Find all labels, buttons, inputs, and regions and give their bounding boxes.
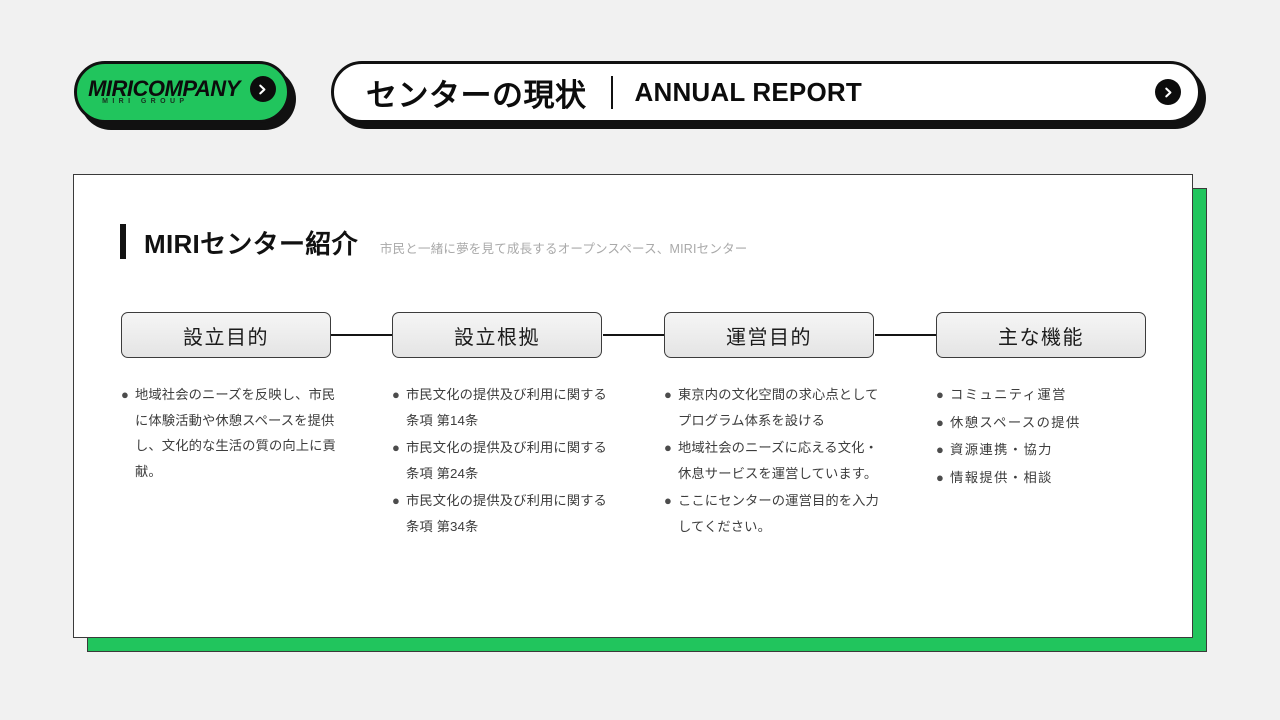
- list-item: ● 市民文化の提供及び利用に関する条項 第34条: [392, 488, 614, 539]
- logo-wordmark: MIRICOMPANY: [88, 76, 240, 101]
- chevron-right-circle-icon: [249, 76, 276, 102]
- flow-box-purpose[interactable]: 設立目的: [121, 312, 331, 358]
- heading-accent-bar: [120, 224, 126, 259]
- flow-diagram: 設立目的 設立根拠 運営目的 主な機能: [121, 312, 1146, 358]
- page-title: MIRIセンター紹介: [144, 229, 358, 259]
- bullet-dot-icon: ●: [392, 387, 400, 402]
- slide-title-en: ANNUAL REPORT: [634, 76, 862, 107]
- list-item-text: ここにセンターの運営目的を入力してください。: [678, 493, 879, 534]
- flow-connector: [331, 334, 393, 336]
- list-item-text: 休憩スペースの提供: [950, 414, 1081, 430]
- list-item: ● 市民文化の提供及び利用に関する条項 第24条: [392, 435, 614, 486]
- flow-connector: [875, 334, 937, 336]
- flow-box-basis[interactable]: 設立根拠: [392, 312, 602, 358]
- section-heading: MIRIセンター紹介 市民と一緒に夢を見て成長するオープンスペース、MIRIセン…: [120, 224, 747, 261]
- logo-subtitle: MIRI GROUP: [102, 98, 189, 105]
- bullet-dot-icon: ●: [664, 493, 672, 509]
- flow-box-label: 設立根拠: [454, 326, 540, 349]
- flow-box-operation[interactable]: 運営目的: [664, 312, 874, 358]
- list-item: ● 地域社会のニーズに応える文化・休息サービスを運営しています。: [664, 435, 886, 486]
- list-item: ● コミュニティ運営: [936, 382, 1158, 408]
- flow-box-label: 運営目的: [726, 326, 812, 349]
- slide-header: MIRICOMPANY MIRI GROUP センターの現状 ANNUAL RE…: [0, 57, 1280, 143]
- chevron-right-circle-icon[interactable]: [1155, 79, 1181, 105]
- list-item-text: 地域社会のニーズに応える文化・休息サービスを運営しています。: [678, 440, 878, 481]
- bullet-dot-icon: ●: [392, 440, 400, 456]
- title-divider: [610, 75, 613, 109]
- flow-box-functions[interactable]: 主な機能: [936, 312, 1146, 358]
- detail-column-basis: ● 市民文化の提供及び利用に関する条項 第14条 ● 市民文化の提供及び利用に関…: [392, 382, 614, 542]
- list-item: ● 情報提供・相談: [936, 465, 1158, 491]
- content-card: MIRIセンター紹介 市民と一緒に夢を見て成長するオープンスペース、MIRIセン…: [73, 174, 1193, 638]
- list-item: ● 東京内の文化空間の求心点としてプログラム体系を設ける: [664, 382, 886, 433]
- list-item-text: 市民文化の提供及び利用に関する条項 第24条: [406, 440, 607, 481]
- bullet-dot-icon: ●: [121, 387, 129, 402]
- list-item: ● 資源連携・協力: [936, 437, 1158, 463]
- slide-title-bar: センターの現状 ANNUAL REPORT: [331, 61, 1201, 123]
- flow-connector: [603, 334, 665, 336]
- page-subtitle: 市民と一緒に夢を見て成長するオープンスペース、MIRIセンター: [379, 242, 748, 256]
- bullet-dot-icon: ●: [664, 387, 672, 402]
- detail-column-functions: ● コミュニティ運営 ● 休憩スペースの提供 ● 資源連携・協力 ● 情報提供・…: [936, 382, 1158, 492]
- bullet-dot-icon: ●: [936, 414, 944, 430]
- list-item-text: 市民文化の提供及び利用に関する条項 第14条: [406, 387, 607, 428]
- bullet-dot-icon: ●: [664, 440, 672, 456]
- content-card-wrapper: MIRIセンター紹介 市民と一緒に夢を見て成長するオープンスペース、MIRIセン…: [73, 174, 1208, 652]
- list-item-text: 情報提供・相談: [950, 469, 1053, 485]
- list-item-text: 資源連携・協力: [950, 442, 1053, 458]
- bullet-dot-icon: ●: [936, 442, 944, 458]
- list-item-text: 市民文化の提供及び利用に関する条項 第34条: [406, 493, 607, 534]
- bullet-dot-icon: ●: [936, 387, 944, 402]
- flow-box-label: 主な機能: [998, 326, 1084, 349]
- list-item-text: コミュニティ運営: [950, 387, 1067, 402]
- list-item: ● 休憩スペースの提供: [936, 410, 1158, 436]
- detail-column-operation: ● 東京内の文化空間の求心点としてプログラム体系を設ける ● 地域社会のニーズに…: [664, 382, 886, 542]
- list-item: ● 市民文化の提供及び利用に関する条項 第14条: [392, 382, 614, 433]
- detail-column-purpose: ● 地域社会のニーズを反映し、市民に体験活動や休憩スペースを提供し、文化的な生活…: [121, 382, 343, 486]
- list-item: ● 地域社会のニーズを反映し、市民に体験活動や休憩スペースを提供し、文化的な生活…: [121, 382, 343, 484]
- logo-inner: MIRICOMPANY MIRI GROUP: [88, 76, 276, 105]
- list-item: ● ここにセンターの運営目的を入力してください。: [664, 488, 886, 539]
- company-logo-button[interactable]: MIRICOMPANY MIRI GROUP: [74, 61, 290, 123]
- flow-box-label: 設立目的: [183, 326, 269, 349]
- bullet-dot-icon: ●: [936, 469, 944, 485]
- list-item-text: 地域社会のニーズを反映し、市民に体験活動や休憩スペースを提供し、文化的な生活の質…: [135, 387, 336, 479]
- slide-title-jp: センターの現状: [366, 77, 587, 113]
- list-item-text: 東京内の文化空間の求心点としてプログラム体系を設ける: [678, 387, 879, 428]
- bullet-dot-icon: ●: [392, 493, 400, 509]
